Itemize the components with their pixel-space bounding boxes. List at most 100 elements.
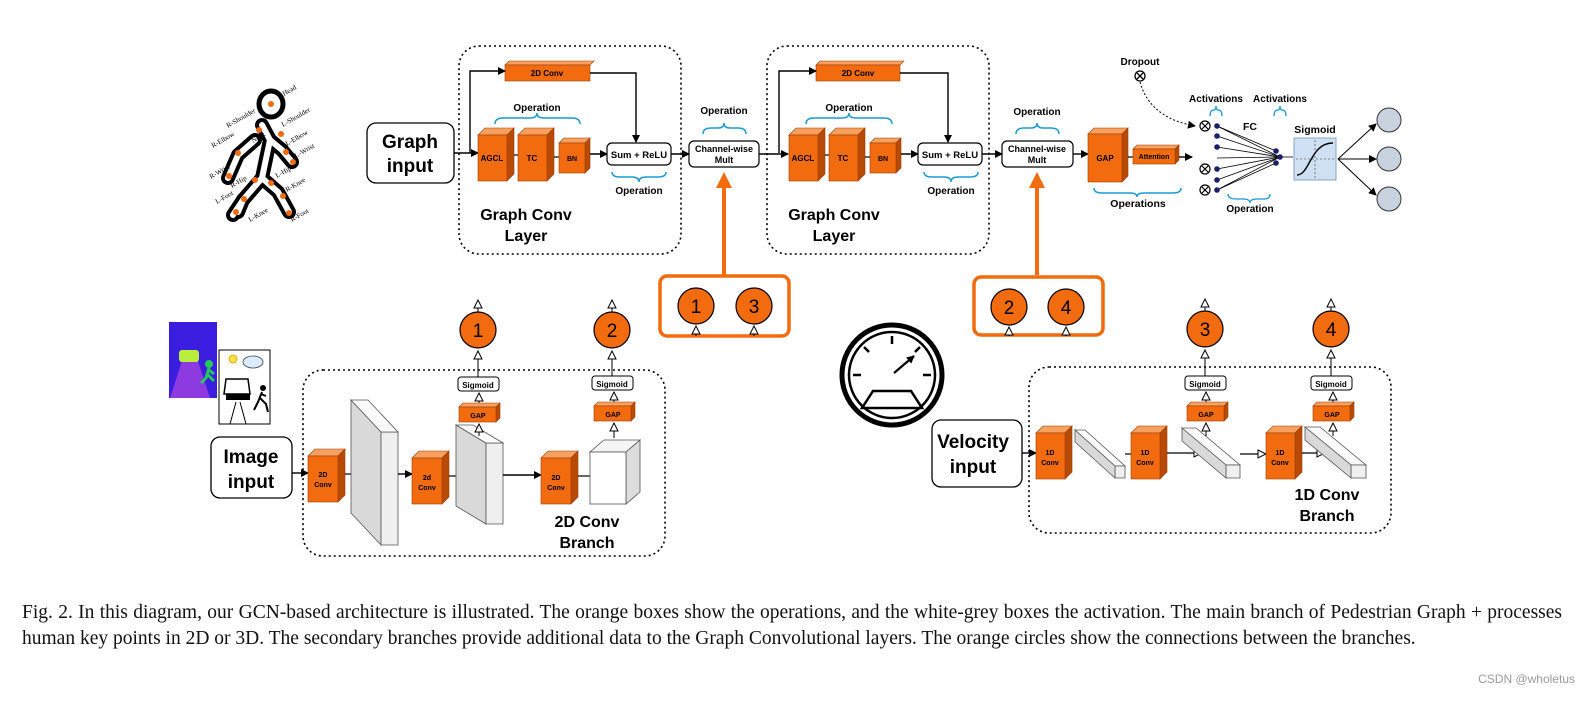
svg-text:2d: 2d <box>423 475 431 482</box>
svg-text:1D: 1D <box>1141 450 1150 457</box>
gap-block-img-1: GAP <box>458 402 501 423</box>
joint-label: R-Shoulder <box>225 106 258 129</box>
svg-text:Attention: Attention <box>1139 154 1170 161</box>
svg-text:Conv: Conv <box>418 485 436 492</box>
activation-cube-2d <box>588 439 642 505</box>
svg-text:Mult: Mult <box>715 155 734 165</box>
joint-label: L-Knee <box>247 206 270 224</box>
joint-label: L-Wrist <box>293 142 316 160</box>
connector-box-2-4: 2 4 <box>972 275 1105 337</box>
sigmoid-box-vel-2: Sigmoid <box>1310 375 1353 391</box>
scene-sketch-thumbnail <box>218 349 271 425</box>
conv2d-branch: 2D Conv 2d Conv 2D Co <box>302 369 666 557</box>
svg-text:Sum + ReLU: Sum + ReLU <box>611 150 667 161</box>
agcl-block-2: AGCL <box>788 127 826 182</box>
svg-text:2D: 2D <box>552 475 561 482</box>
svg-text:AGCL: AGCL <box>481 154 504 163</box>
svg-text:input: input <box>387 156 434 177</box>
svg-text:Graph: Graph <box>382 132 438 153</box>
svg-text:3: 3 <box>1200 320 1211 341</box>
channel-wise-mult-2: Operation Channel-wise Mult <box>1001 107 1074 168</box>
svg-text:1: 1 <box>691 297 702 318</box>
svg-text:Channel-wise: Channel-wise <box>1008 144 1066 154</box>
image-branch-connector-1: 1 <box>459 300 497 377</box>
svg-text:Operation: Operation <box>927 186 974 197</box>
svg-text:TC: TC <box>527 154 538 163</box>
gap-block-img-2: GAP <box>593 401 636 422</box>
svg-text:Sigmoid: Sigmoid <box>1294 124 1335 136</box>
activation-slab-1 <box>350 398 399 547</box>
activation-bar-1d-1 <box>1073 429 1127 479</box>
svg-text:Image: Image <box>224 447 279 468</box>
conv2d-bar-2: 2D Conv <box>815 60 905 82</box>
svg-text:Layer: Layer <box>813 228 856 245</box>
fc-layer <box>1199 120 1293 196</box>
velocity-input-box: Velocity input <box>931 419 1023 488</box>
joint-label: R-Elbow <box>210 130 237 150</box>
svg-text:GAP: GAP <box>1096 154 1114 163</box>
svg-text:input: input <box>950 457 997 478</box>
svg-text:Operation: Operation <box>513 103 560 114</box>
svg-text:BN: BN <box>567 156 577 163</box>
connector-box-1-3: 1 3 <box>658 274 791 338</box>
svg-text:Graph Conv: Graph Conv <box>788 207 880 224</box>
tc-block-2: TC <box>828 127 866 182</box>
graph-input-box: Graph input <box>366 122 455 184</box>
svg-text:Activations: Activations <box>1253 94 1307 105</box>
sigmoid-box-img-1: Sigmoid <box>457 376 500 392</box>
conv1d-block-3: 1D Conv <box>1265 425 1303 480</box>
svg-text:Sigmoid: Sigmoid <box>1315 380 1347 389</box>
svg-text:2D: 2D <box>319 472 328 479</box>
svg-text:Graph Conv: Graph Conv <box>480 207 572 224</box>
dropout-mark-3 <box>1199 184 1211 196</box>
svg-text:1: 1 <box>473 321 484 342</box>
svg-text:Operation: Operation <box>1013 107 1060 118</box>
svg-text:3: 3 <box>749 297 760 318</box>
dropout-mark-1 <box>1199 120 1211 132</box>
pedestrian-skeleton-illustration: Head R-Shoulder L-Shoulder R-Elbow L-Elb… <box>208 83 316 224</box>
bn-block: BN <box>558 137 591 174</box>
svg-text:Conv: Conv <box>1136 460 1154 467</box>
conv2d-block-3: 2D Conv <box>540 450 579 505</box>
svg-text:Branch: Branch <box>559 535 614 552</box>
tc-block: TC <box>517 127 555 182</box>
velocity-branch-connector-4: 4 <box>1312 299 1350 376</box>
channel-wise-mult-1: Operation Channel-wise Mult <box>688 106 760 168</box>
gap-block-vel-1: GAP <box>1186 401 1229 422</box>
svg-text:Activations: Activations <box>1189 94 1243 105</box>
svg-text:2D Conv: 2D Conv <box>531 69 564 78</box>
conv1d-block-1: 1D Conv <box>1035 425 1073 480</box>
svg-text:1D: 1D <box>1276 450 1285 457</box>
sum-relu-box: Sum + ReLU <box>606 142 672 166</box>
svg-text:4: 4 <box>1326 320 1337 341</box>
svg-text:Operations: Operations <box>1110 198 1166 210</box>
speedometer-icon <box>839 322 945 428</box>
conv2d-block-1: 2D Conv <box>307 448 346 503</box>
svg-text:Sigmoid: Sigmoid <box>1189 380 1221 389</box>
svg-text:2D Conv: 2D Conv <box>555 514 620 531</box>
svg-text:4: 4 <box>1061 298 1072 319</box>
conv1d-block-2: 1D Conv <box>1130 425 1168 480</box>
velocity-branch-connector-3: 3 <box>1186 299 1224 376</box>
agcl-block: AGCL <box>477 127 515 182</box>
conv2d-block-2: 2d Conv <box>411 450 450 505</box>
svg-text:1D: 1D <box>1046 450 1055 457</box>
sigmoid-plot <box>1293 137 1337 181</box>
activation-bar-1d-3 <box>1303 426 1368 479</box>
svg-text:Sum + ReLU: Sum + ReLU <box>922 150 978 161</box>
svg-text:2: 2 <box>607 321 618 342</box>
svg-text:Operation: Operation <box>615 186 662 197</box>
sum-relu-box-2: Sum + ReLU <box>917 142 983 166</box>
svg-text:Operation: Operation <box>700 106 747 117</box>
watermark: CSDN @wholetus <box>1478 672 1575 686</box>
conv1d-branch: 1D Conv 1D Conv 1D Co <box>1028 366 1392 534</box>
joint-label: Head <box>281 83 298 98</box>
joint-label: R-Knee <box>284 176 307 194</box>
graph-conv-layer-2: 2D Conv Operation AGCL TC BN Sum <box>766 45 990 255</box>
svg-text:Operation: Operation <box>825 103 872 114</box>
svg-text:Conv: Conv <box>1041 460 1059 467</box>
bn-block-2: BN <box>869 137 902 174</box>
gap-block-vel-2: GAP <box>1312 401 1355 422</box>
sigmoid-box-vel-1: Sigmoid <box>1184 375 1227 391</box>
conv2d-bar: 2D Conv <box>504 60 595 82</box>
